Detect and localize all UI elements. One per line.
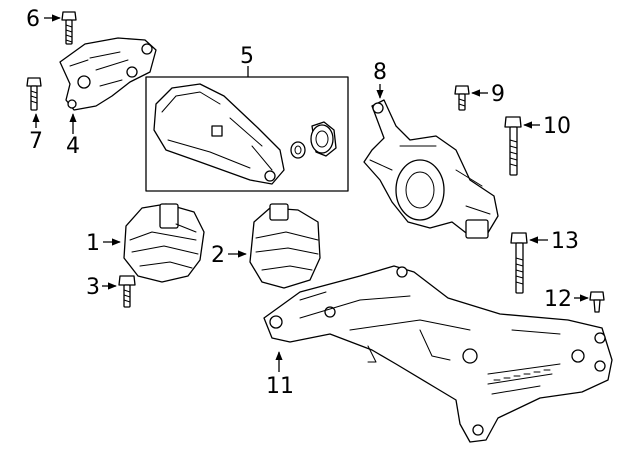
callout-12: 12 — [544, 287, 572, 312]
bracket-4-icon — [59, 37, 157, 111]
callout-7: 7 — [29, 129, 43, 154]
callout-10: 10 — [543, 114, 571, 139]
callout-2: 2 — [211, 243, 225, 268]
callout-11: 11 — [266, 374, 294, 399]
bolt-6-icon — [61, 11, 77, 45]
engine-mount-1-icon — [123, 203, 205, 283]
bolt-3-icon — [118, 275, 136, 308]
bolt-9-icon — [454, 85, 470, 111]
bracket-8-icon — [363, 99, 499, 239]
callout-6: 6 — [26, 7, 40, 32]
callout-5: 5 — [240, 44, 254, 69]
bolt-7-icon — [26, 77, 42, 111]
callout-13: 13 — [551, 229, 579, 254]
callout-1: 1 — [86, 231, 100, 256]
bolt-10-icon — [504, 116, 522, 176]
bushing-small-icon — [290, 141, 306, 159]
engine-mount-2-icon — [249, 203, 321, 289]
bushing-large-icon — [310, 121, 337, 157]
mount-5-icon — [153, 83, 285, 185]
screw-12-icon — [589, 291, 605, 313]
callout-3: 3 — [86, 275, 100, 300]
bolt-13-icon — [510, 232, 528, 294]
callout-9: 9 — [491, 82, 505, 107]
callout-4: 4 — [66, 134, 80, 159]
crossmember-11-icon — [263, 265, 613, 443]
callout-8: 8 — [373, 60, 387, 85]
